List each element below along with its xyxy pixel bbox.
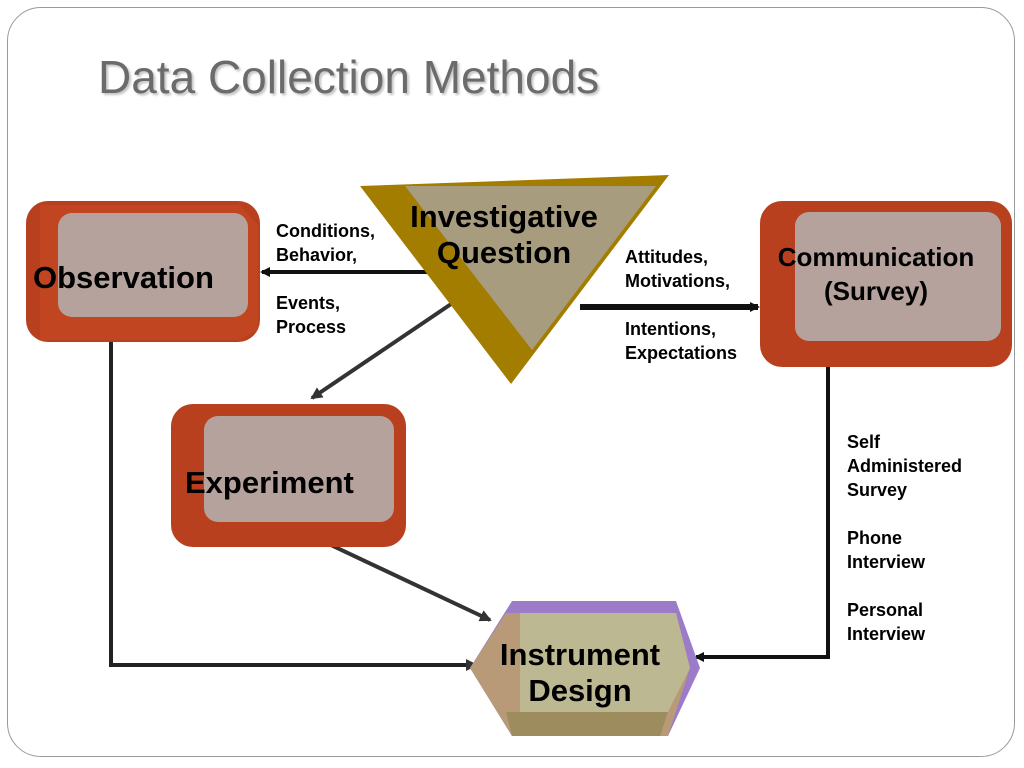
- observation-label: Observation: [33, 260, 214, 295]
- instrument-design-hexagon: [470, 601, 700, 736]
- communication-factor: Intentions,: [625, 319, 716, 339]
- investigative-question-label: Investigative Question: [388, 199, 620, 271]
- survey-type-line: Personal: [847, 600, 924, 620]
- question-to-experiment-arrow: [310, 296, 462, 400]
- survey-types-note: Self Administered Survey Phone Interview…: [847, 430, 962, 646]
- observation-factor: Events,: [276, 293, 341, 313]
- instrument-design-line-2: Design: [528, 673, 632, 708]
- communication-label: Communication (Survey): [762, 240, 990, 308]
- communication-to-instrument-connector: [694, 367, 830, 662]
- communication-factor: Expectations: [625, 343, 738, 363]
- communication-factor: Attitudes,: [625, 247, 708, 267]
- observation-factor: Conditions,: [276, 221, 375, 241]
- slide-title: Data Collection Methods: [98, 51, 600, 103]
- communication-line-1: Communication: [777, 242, 975, 272]
- observation-factor: Process: [276, 317, 347, 337]
- observation-factor: Behavior,: [276, 245, 358, 265]
- survey-type-line: Survey: [847, 480, 908, 500]
- communication-line-2: (Survey): [823, 276, 929, 306]
- communication-box: [760, 201, 1012, 367]
- note-spacer: [625, 293, 737, 317]
- experiment-to-instrument-arrow: [315, 536, 492, 622]
- note-spacer: [276, 267, 375, 291]
- note-spacer: [847, 502, 962, 526]
- survey-type-line: Interview: [847, 552, 926, 572]
- survey-type-line: Phone: [847, 528, 903, 548]
- experiment-box: [171, 404, 406, 547]
- experiment-label: Experiment: [185, 465, 354, 500]
- communication-factor: Motivations,: [625, 271, 731, 291]
- observation-box: [26, 201, 260, 342]
- investigative-question-line-1: Investigative: [410, 199, 598, 234]
- investigative-question-line-2: Question: [436, 235, 572, 270]
- instrument-design-label: Instrument Design: [476, 637, 684, 709]
- observation-factors-note: Conditions, Behavior, Events, Process: [276, 219, 375, 339]
- survey-type-line: Interview: [847, 624, 926, 644]
- survey-type-line: Self: [847, 432, 881, 452]
- investigative-question-triangle: [360, 175, 669, 384]
- survey-type-line: Administered: [847, 456, 963, 476]
- observation-to-instrument-connector: [109, 340, 478, 671]
- instrument-design-line-1: Instrument: [499, 637, 661, 672]
- note-spacer: [847, 574, 962, 598]
- communication-factors-note: Attitudes, Motivations, Intentions, Expe…: [625, 245, 737, 365]
